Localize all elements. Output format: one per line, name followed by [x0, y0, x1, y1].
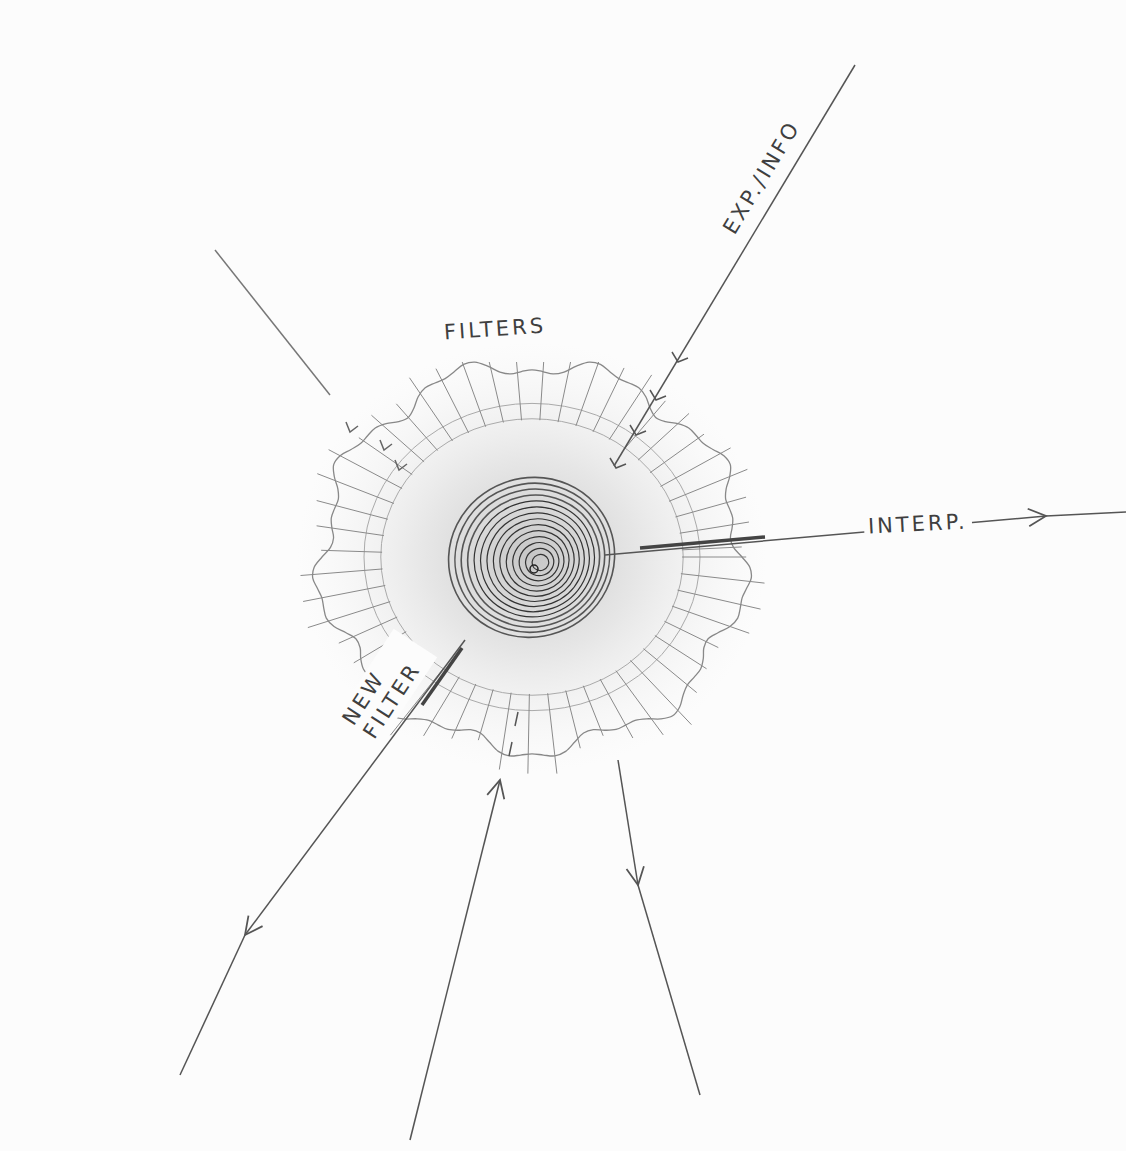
filter-tick [462, 362, 485, 427]
filter-tick [616, 671, 663, 735]
filter-tick [638, 413, 689, 460]
filter-tick [528, 694, 530, 774]
filter-tick [478, 689, 493, 740]
filter-tick [681, 574, 765, 583]
new-filter-tail [180, 935, 245, 1075]
spiral-loop [434, 462, 631, 654]
filter-tick [409, 378, 452, 441]
filter-tick [424, 677, 460, 736]
filter-tick [317, 526, 384, 536]
input-arrow [614, 65, 855, 466]
down-arrow-tail [638, 885, 700, 1095]
filter-tick [680, 522, 749, 533]
filter-tick [678, 590, 761, 609]
filter-tick [682, 557, 746, 558]
filter-tick [499, 693, 511, 770]
filter-tick [675, 497, 746, 517]
input-ticks [610, 352, 688, 468]
spiral-loop [490, 514, 584, 606]
spiral-loop [458, 484, 611, 633]
filter-tick [672, 606, 749, 633]
output-stroke [640, 537, 765, 548]
spiral-eye [530, 565, 538, 573]
filter-tick [371, 415, 424, 462]
spiral-loop [442, 469, 624, 647]
filter-tick [600, 679, 633, 738]
output-arrow-tail [1046, 512, 1126, 516]
up-ticks [509, 712, 518, 756]
core-spiral [426, 454, 637, 661]
filter-tick [593, 368, 624, 432]
filter-tick [669, 469, 747, 501]
filter-tick [489, 362, 503, 423]
filter-tick [517, 362, 522, 420]
up-arrow [410, 780, 500, 1140]
filter-ring [301, 362, 765, 774]
filter-tick [643, 649, 696, 693]
output-label: INTERP. [864, 509, 973, 542]
filter-tick [558, 362, 571, 422]
spiral-loop [426, 454, 637, 661]
down-arrow [618, 760, 638, 885]
filter-tick [548, 693, 557, 773]
filter-tick [303, 585, 385, 601]
faint-line [215, 250, 330, 395]
check-marks [346, 422, 407, 470]
pencil-shading [297, 342, 767, 772]
flow-arrows [180, 65, 1126, 1140]
filter-tick [540, 362, 544, 420]
filter-tick [308, 602, 390, 628]
filter-tick [321, 550, 382, 552]
filter-tick [317, 501, 388, 520]
spiral-loop [522, 545, 558, 580]
spiral-loop [530, 552, 551, 573]
ring-outline [313, 362, 752, 756]
filter-tick [576, 362, 599, 426]
filter-tick [359, 438, 412, 475]
filter-tick [655, 636, 707, 669]
filter-tick [583, 686, 603, 736]
filter-tick [630, 660, 691, 724]
spiral-loop [498, 522, 578, 600]
filter-tick [566, 690, 581, 748]
new-filter-arrow [245, 640, 465, 935]
output-arrow [605, 516, 1046, 555]
filter-tick [609, 375, 651, 440]
filter-tick [664, 621, 718, 647]
filter-tick [329, 450, 402, 489]
input-label: EXP./INFO [715, 113, 809, 244]
filter-tick [301, 569, 383, 576]
filter-tick [436, 369, 469, 433]
spiral-loop [514, 537, 564, 586]
filter-tick [396, 404, 437, 451]
filter-tick [452, 684, 476, 739]
